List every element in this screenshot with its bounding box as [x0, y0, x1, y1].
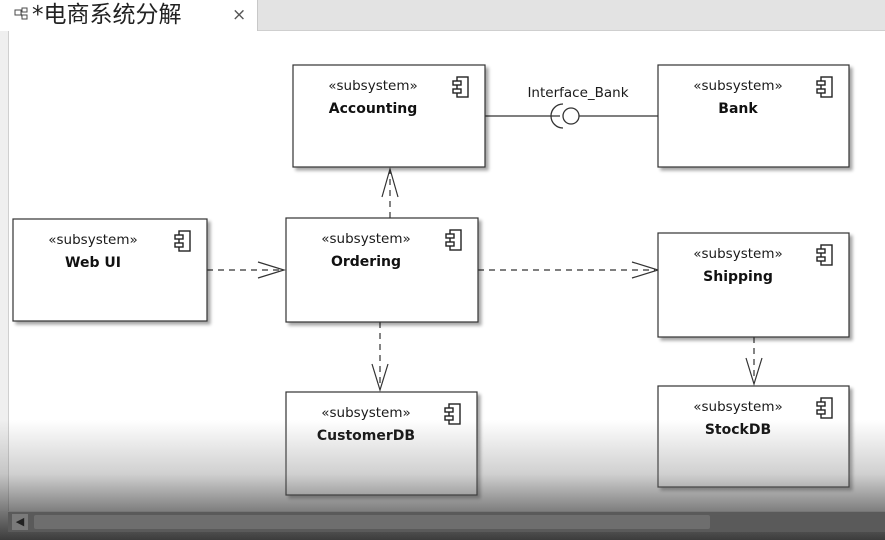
component-customerdb[interactable]: «subsystem» CustomerDB — [285, 391, 478, 496]
component-name: Shipping — [703, 269, 773, 285]
component-diagram-icon — [14, 7, 28, 20]
arrowhead-customerdb — [371, 363, 389, 393]
scroll-left-icon[interactable]: ◀ — [12, 514, 28, 530]
interface-label: Interface_Bank — [527, 85, 628, 101]
scrollbar-thumb[interactable] — [34, 515, 710, 529]
component-name: Bank — [718, 101, 758, 117]
close-icon[interactable]: × — [232, 5, 247, 25]
stereotype-label: «subsystem» — [321, 231, 410, 247]
horizontal-scrollbar[interactable]: ◀ — [8, 512, 885, 532]
tab-title: *电商系统分解 — [32, 2, 182, 28]
interface-bank-connector[interactable] — [484, 103, 658, 129]
component-icon — [174, 230, 191, 252]
stereotype-label: «subsystem» — [328, 78, 417, 94]
arrowhead-ordering — [257, 261, 287, 279]
stereotype-label: «subsystem» — [48, 232, 137, 248]
diagram-canvas[interactable]: Interface_Bank «subsystem»Accounting«sub… — [9, 31, 885, 511]
component-name: Web UI — [65, 255, 121, 271]
component-ordering[interactable]: «subsystem» Ordering — [285, 217, 479, 323]
component-name: Accounting — [329, 101, 417, 117]
component-bank[interactable]: «subsystem» Bank — [657, 64, 850, 168]
stereotype-label: «subsystem» — [693, 78, 782, 94]
component-icon — [816, 244, 833, 266]
component-icon — [816, 76, 833, 98]
component-icon — [445, 229, 462, 251]
diagram-tab[interactable]: *电商系统分解 × — [0, 0, 258, 31]
stereotype-label: «subsystem» — [693, 246, 782, 262]
arrowhead-stockdb — [745, 357, 763, 387]
stereotype-label: «subsystem» — [321, 405, 410, 421]
left-edge — [0, 31, 9, 511]
component-name: Ordering — [331, 254, 401, 270]
component-name: StockDB — [705, 422, 771, 438]
tab-bar: *电商系统分解 × — [0, 0, 885, 31]
component-diagram: Interface_Bank «subsystem»Accounting«sub… — [12, 64, 850, 496]
stereotype-label: «subsystem» — [693, 399, 782, 415]
component-name: CustomerDB — [317, 428, 415, 444]
component-webui[interactable]: «subsystem» Web UI — [12, 218, 208, 322]
component-stockdb[interactable]: «subsystem» StockDB — [657, 385, 850, 488]
arrowhead-accounting — [381, 166, 399, 198]
component-icon — [816, 397, 833, 419]
component-shipping[interactable]: «subsystem» Shipping — [657, 232, 850, 338]
component-icon — [452, 76, 469, 98]
component-accounting[interactable]: «subsystem» Accounting — [292, 64, 486, 168]
